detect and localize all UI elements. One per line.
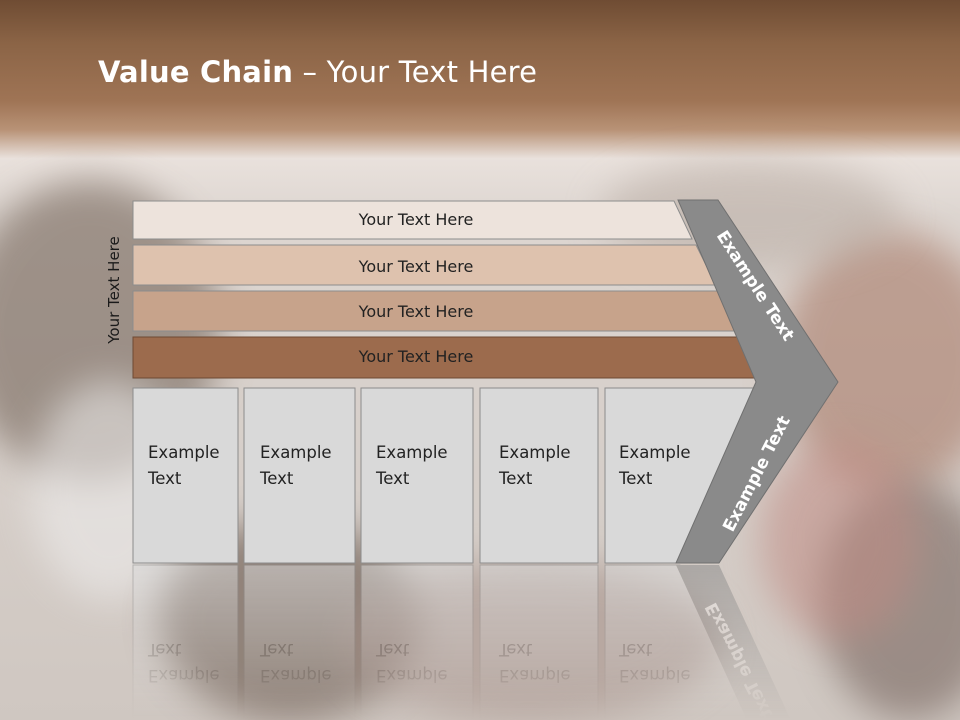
reflection-column-text: Example (376, 666, 448, 685)
band-1-label: Your Text Here (358, 210, 474, 229)
reflection-column-box (479, 564, 599, 720)
band-4-label: Your Text Here (358, 347, 474, 366)
column-1 (132, 387, 239, 564)
slide-title-rest: – Your Text Here (293, 55, 538, 89)
column-5-line2: Text (618, 469, 653, 488)
column-4-line1: Example (499, 443, 571, 462)
reflection-column-box (360, 564, 474, 720)
column-1-line2: Text (147, 469, 182, 488)
reflection-column-text: Text (498, 640, 533, 659)
band-3-label: Your Text Here (358, 302, 474, 321)
margin-chevron (675, 199, 839, 564)
reflection-column-text: Text (618, 640, 653, 659)
column-3-line2: Text (375, 469, 410, 488)
reflection-column-text: Text (375, 640, 410, 659)
reflection-column-text: Example (148, 666, 220, 685)
column-2-line1: Example (260, 443, 332, 462)
reflection-column-text: Example (499, 666, 571, 685)
column-2-line2: Text (259, 469, 294, 488)
slide-title: Value Chain – Your Text Here (98, 55, 537, 89)
column-5-line1: Example (619, 443, 691, 462)
diagram-reflection: Example Text Example Text Example Text E… (132, 564, 791, 720)
reflection-column-text: Example (260, 666, 332, 685)
column-3 (360, 387, 474, 564)
column-4-line2: Text (498, 469, 533, 488)
column-3-line1: Example (376, 443, 448, 462)
reflection-column-box (132, 564, 239, 720)
reflection-column-text: Text (259, 640, 294, 659)
reflection-chevron (676, 565, 791, 720)
background-photo-shape (760, 440, 920, 640)
band-1 (132, 200, 693, 240)
column-2 (243, 387, 356, 564)
reflection-column-text: Example (619, 666, 691, 685)
column-1-line1: Example (148, 443, 220, 462)
reflection-column-box (243, 564, 356, 720)
slide-title-bold: Value Chain (98, 55, 294, 89)
column-4 (479, 387, 599, 564)
reflection-column-text: Text (147, 640, 182, 659)
band-2-label: Your Text Here (358, 257, 474, 276)
